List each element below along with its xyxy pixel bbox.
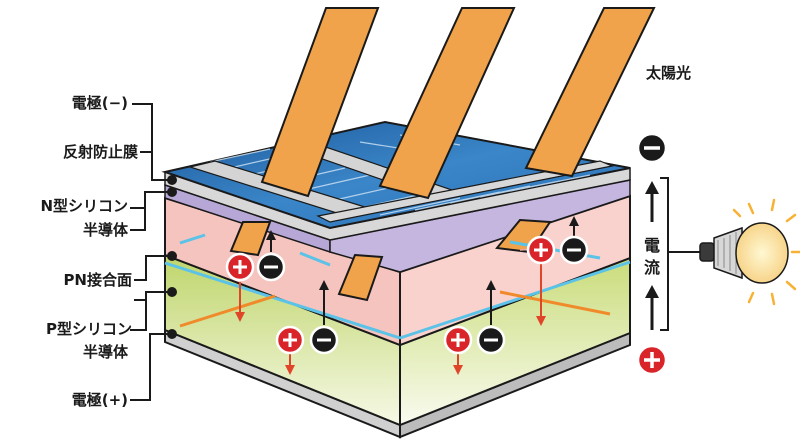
n-type-label-line2: 半導体 [82,221,128,239]
sun-beam-stub-2 [337,253,384,302]
current-label-char2: 流 [643,258,660,277]
sun-beam-stub-1 [229,221,272,257]
p-layer-orange-lines [179,290,611,328]
sun-beams [229,7,656,302]
label-leader-lines [130,103,172,401]
sun-beam-3 [524,7,656,178]
sunlight-label: 太陽光 [646,64,692,82]
carrier-pair-4 [526,216,589,326]
electrode-negative-label: 電極(−) [71,94,128,112]
pn-junction-label: PN接合面 [63,271,132,289]
carrier-pair-3 [443,280,506,375]
carriers [225,216,589,375]
anti-reflection-film-label: 反射防止膜 [62,143,138,161]
sun-beam-2 [378,7,516,200]
electrode-positive-label: 電極(+) [71,391,128,409]
current-label-char1: 電 [643,236,660,255]
n-type-label-line1: N型シリコン [40,197,128,215]
p-type-label-line2: 半導体 [82,343,128,361]
p-type-label-line1: P型シリコン [46,320,132,338]
current-circuit [636,132,700,376]
sun-beam-1 [260,7,380,198]
carrier-pair-2 [275,280,339,375]
label-dots [167,175,177,339]
busbar-3 [316,160,615,223]
carrier-pair-1 [225,230,286,322]
light-bulb-icon [699,198,800,306]
